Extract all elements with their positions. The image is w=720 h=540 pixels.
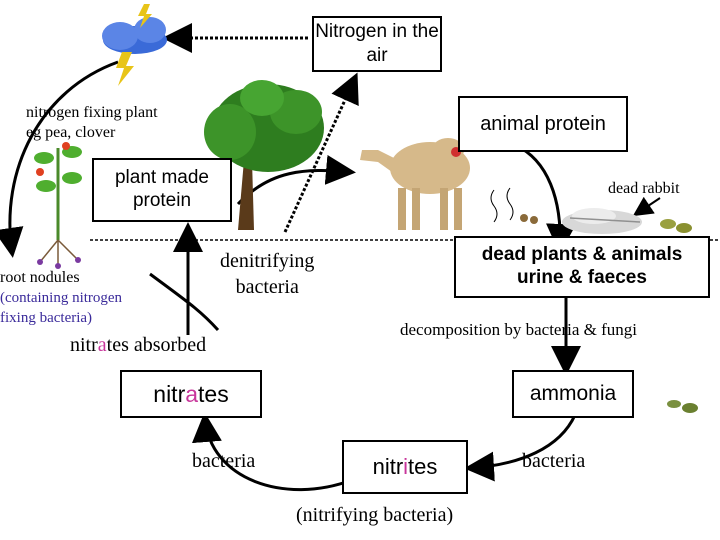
faeces-icon bbox=[520, 214, 528, 222]
fixing-plant-line2: eg pea, clover bbox=[26, 124, 116, 141]
camel-icon bbox=[360, 138, 470, 230]
ammonia-box: ammonia bbox=[512, 370, 634, 418]
denitrifying-line1: denitrifying bbox=[220, 250, 315, 272]
dead-plants-label: dead plants & animals urine & faeces bbox=[481, 244, 683, 288]
nitrites-part-c: tes bbox=[408, 454, 438, 479]
pea-plant-icon bbox=[34, 142, 82, 269]
nitrogen-air-label: Nitrogen in the air bbox=[315, 21, 439, 66]
nitrogen-air-box: Nitrogen in the air bbox=[312, 16, 442, 72]
bacteria-left-label: bacteria bbox=[192, 450, 256, 472]
fixing-plant-line1: nitrogen fixing plant bbox=[26, 104, 158, 121]
ammonia-to-nitrites-arrow bbox=[464, 414, 577, 482]
decomposition-label: decomposition by bacteria & fungi bbox=[400, 320, 637, 339]
absorbed-part-b: a bbox=[97, 334, 107, 356]
denitrifying-label: denitrifying bacteria bbox=[220, 248, 314, 300]
animal-protein-label: animal protein bbox=[480, 112, 606, 135]
denitrifying-line2: bacteria bbox=[235, 276, 299, 298]
bacteria-right-label: bacteria bbox=[522, 450, 586, 472]
faeces-icon bbox=[530, 216, 538, 224]
leaves-icon bbox=[660, 219, 698, 413]
denitrifying-arrow bbox=[283, 72, 359, 233]
nitrates-part-c: tes bbox=[198, 380, 229, 407]
ammonia-label: ammonia bbox=[529, 382, 617, 405]
root-nodules-label: root nodules (containing nitrogen fixing… bbox=[0, 268, 122, 328]
nitrites-to-nitrates-arrow bbox=[192, 412, 353, 492]
dead-rabbit-label: dead rabbit bbox=[608, 180, 680, 197]
rabbit-remains-icon bbox=[562, 208, 642, 234]
nitrates-part-b: a bbox=[185, 380, 199, 407]
root-nodules-sub2: fixing bacteria) bbox=[0, 310, 93, 326]
absorbed-part-c: tes absorbed bbox=[106, 334, 207, 356]
root-nodules-sub1: (containing nitrogen bbox=[0, 290, 123, 306]
nitrates-part-a: nitr bbox=[153, 380, 186, 407]
nitrifying-bacteria-label: (nitrifying bacteria) bbox=[296, 504, 454, 526]
absorbed-part-a: nitr bbox=[70, 334, 98, 356]
nitrites-part-b: i bbox=[403, 454, 409, 479]
dead-plants-box: dead plants & animals urine & faeces bbox=[454, 236, 710, 298]
root-nodules-title: root nodules bbox=[0, 269, 80, 286]
tree-icon bbox=[204, 80, 324, 230]
storm-cloud-icon bbox=[102, 4, 167, 86]
nitrates-absorbed-label: nitrates absorbed bbox=[70, 334, 206, 357]
roots-curve bbox=[149, 272, 220, 332]
nitrites-part-a: nitr bbox=[372, 454, 404, 479]
plant-protein-label: plant made protein bbox=[114, 167, 209, 211]
animal-protein-box: animal protein bbox=[458, 96, 628, 152]
fixing-plant-label: nitrogen fixing plant eg pea, clover bbox=[26, 103, 158, 143]
odour-lines bbox=[490, 187, 569, 369]
cloud-to-roots-arrow bbox=[0, 60, 119, 258]
plant-protein-box: plant made protein bbox=[92, 158, 232, 222]
rabbit-pointer-arrow bbox=[632, 196, 661, 217]
